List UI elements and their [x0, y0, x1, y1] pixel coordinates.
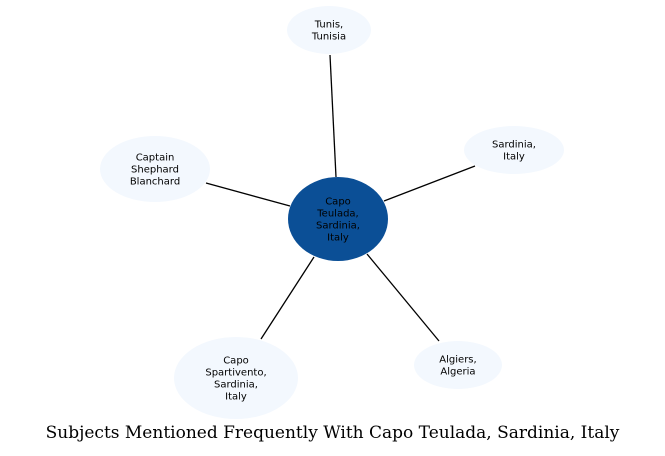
node-captain-label-line: Blanchard — [130, 177, 180, 188]
center-node-label-line: Capo — [325, 197, 351, 208]
node-algiers-label-line: Algeria — [440, 367, 475, 378]
center-node-ellipse[interactable] — [288, 177, 388, 261]
node-sardinia-label-line: Sardinia, — [492, 140, 536, 151]
center-node-label-line: Teulada, — [316, 209, 358, 220]
edge-spartivento — [260, 256, 315, 340]
edge-captain — [205, 182, 291, 207]
center-node-label-line: Italy — [327, 233, 349, 244]
node-algiers-ellipse[interactable] — [414, 341, 502, 389]
edge-tunis — [329, 54, 337, 178]
center-node-label-line: Sardinia, — [316, 221, 360, 232]
node-sardinia-label: Sardinia,Italy — [492, 140, 536, 163]
node-tunis-label: Tunis,Tunisia — [311, 20, 346, 43]
edge-sardinia — [383, 165, 476, 202]
node-tunis-ellipse[interactable] — [287, 6, 371, 54]
node-algiers-label: Algiers,Algeria — [439, 355, 476, 378]
node-tunis-label-line: Tunisia — [311, 32, 346, 43]
node-spartivento-label-line: Capo — [223, 356, 249, 367]
node-sardinia-label-line: Italy — [503, 152, 525, 163]
node-spartivento-label-line: Italy — [225, 392, 247, 403]
node-algiers[interactable]: Algiers,Algeria — [414, 341, 502, 389]
edges-layer — [205, 54, 476, 342]
node-captain-label-line: Captain — [136, 153, 175, 164]
node-captain-label-line: Shephard — [131, 165, 179, 176]
node-algiers-label-line: Algiers, — [439, 355, 476, 366]
node-sardinia-ellipse[interactable] — [464, 126, 564, 174]
node-spartivento-label-line: Sardinia, — [214, 380, 258, 391]
node-spartivento-label-line: Spartivento, — [205, 368, 266, 379]
diagram-title: Subjects Mentioned Frequently With Capo … — [45, 423, 620, 443]
node-tunis-label-line: Tunis, — [314, 20, 343, 31]
node-spartivento-ellipse[interactable] — [174, 337, 298, 419]
node-tunis[interactable]: Tunis,Tunisia — [287, 6, 371, 54]
edge-algiers — [366, 253, 440, 342]
node-captain-ellipse[interactable] — [100, 136, 210, 202]
node-sardinia[interactable]: Sardinia,Italy — [464, 126, 564, 174]
